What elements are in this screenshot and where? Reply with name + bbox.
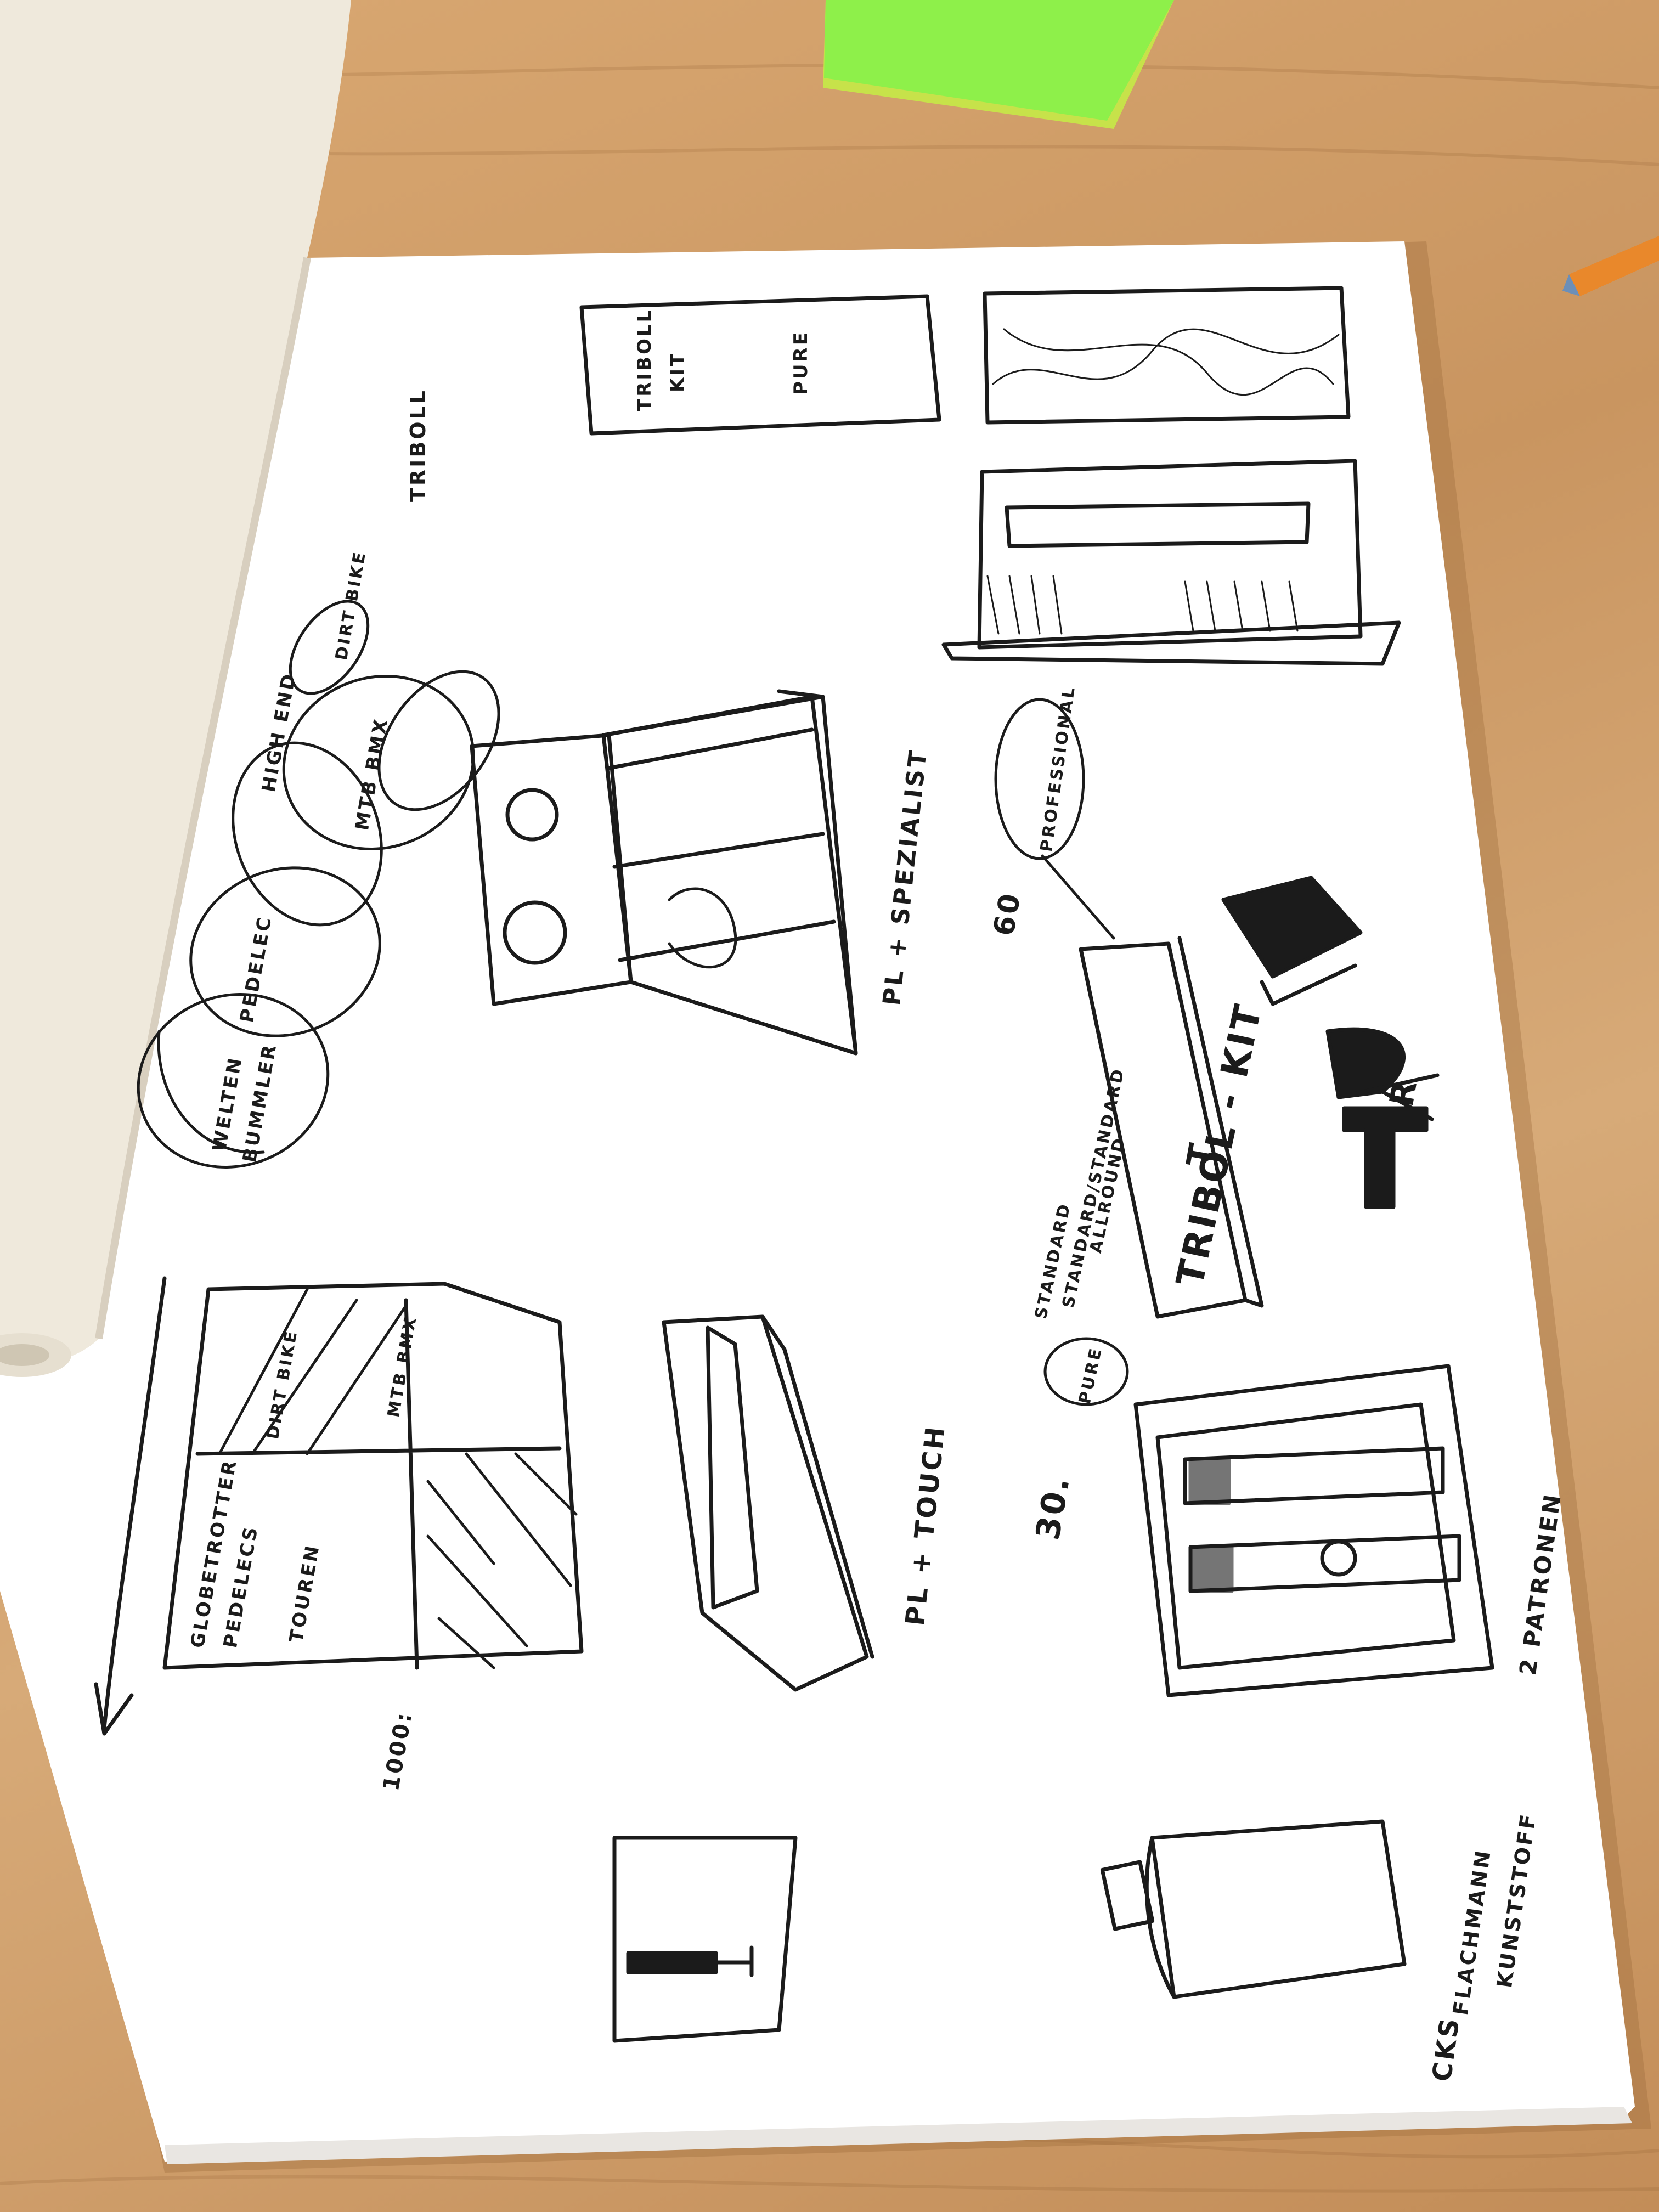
sketch-professional-circle <box>994 698 1085 860</box>
paper-sheet <box>0 241 1635 2162</box>
sketch-box-two-patronen <box>1133 1364 1494 1697</box>
sketch-tr-logo <box>1325 1027 1440 1209</box>
sketch-small-box-syringe <box>612 1836 798 2043</box>
sketch-logo-block <box>1221 876 1363 979</box>
venn-diagram <box>137 600 500 1169</box>
label-triboll-kit-line2: KIT <box>667 351 689 392</box>
sketch-pure-circle <box>1043 1337 1129 1406</box>
sketch-long-box-with-cards <box>977 459 1363 650</box>
paper-roll <box>0 0 351 1377</box>
sketch-box-flachmann <box>1150 1819 1407 1999</box>
sketch-left-arrow <box>94 1276 167 1736</box>
sketch-box-pl-touch <box>662 1314 869 1692</box>
pencil <box>1562 236 1659 296</box>
sketch-positioning-grid <box>162 1282 584 1670</box>
label-pure-top: PURE <box>790 330 812 395</box>
sketch-packaging-box-triboll-kit <box>579 294 941 436</box>
sketch-packaging-box-scribbled <box>983 286 1351 425</box>
sticky-note <box>823 0 1174 129</box>
label-triboll-kit-line1: TRIBOLL <box>634 308 656 411</box>
label-triboll-top: TRIBOLL <box>406 388 430 502</box>
